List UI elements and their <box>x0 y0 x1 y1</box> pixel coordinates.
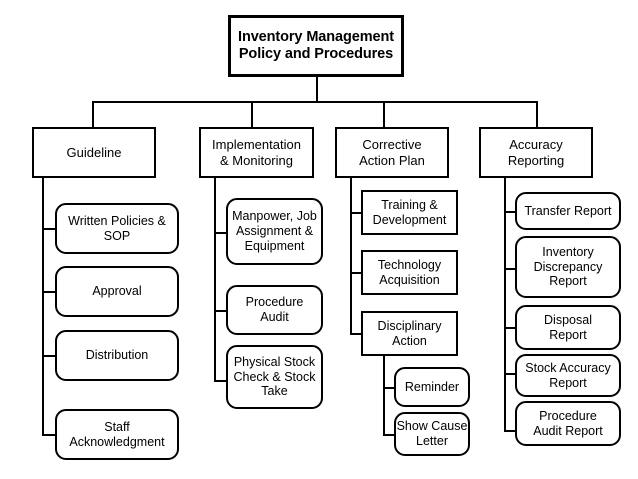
connector-stub-written-policies <box>42 228 55 230</box>
connector-spine-corrective <box>350 177 352 335</box>
connector-stub-stock-accuracy <box>504 373 515 375</box>
node-manpower-job-assignment-equipment[interactable]: Manpower, Job Assignment & Equipment <box>226 198 323 265</box>
connector-level2-bus <box>92 101 538 103</box>
node-root-inventory-management-policy[interactable]: Inventory Management Policy and Procedur… <box>228 15 404 77</box>
node-show-cause-letter[interactable]: Show Cause Letter <box>394 412 470 456</box>
connector-stub-distribution <box>42 355 55 357</box>
connector-spine-disciplinary <box>383 356 385 435</box>
node-physical-stock-check-stock-take[interactable]: Physical Stock Check & Stock Take <box>226 345 323 409</box>
node-training-development[interactable]: Training & Development <box>361 190 458 235</box>
connector-stub-training <box>350 212 361 214</box>
connector-stub-procedure-audit <box>214 310 226 312</box>
connector-spine-guideline <box>42 177 44 436</box>
node-inventory-discrepancy-report[interactable]: Inventory Discrepancy Report <box>515 236 621 298</box>
connector-to-implementation <box>251 101 253 128</box>
node-transfer-report[interactable]: Transfer Report <box>515 192 621 230</box>
connector-stub-manpower <box>214 232 226 234</box>
connector-stub-procedure-audit-report <box>504 430 515 432</box>
connector-stub-approval <box>42 291 55 293</box>
connector-to-guideline <box>92 101 94 128</box>
connector-to-corrective <box>383 101 385 128</box>
connector-stub-disposal-report <box>504 327 515 329</box>
node-disposal-report[interactable]: Disposal Report <box>515 305 621 350</box>
connector-stub-show-cause <box>383 434 394 436</box>
connector-stub-staff-acknowledgment <box>42 434 55 436</box>
node-approval[interactable]: Approval <box>55 266 179 317</box>
node-stock-accuracy-report[interactable]: Stock Accuracy Report <box>515 354 621 397</box>
connector-stub-reminder <box>383 387 394 389</box>
connector-stub-transfer-report <box>504 211 515 213</box>
node-guideline[interactable]: Guideline <box>32 127 156 178</box>
connector-stub-physical-stock <box>214 380 226 382</box>
node-written-policies-sop[interactable]: Written Policies & SOP <box>55 203 179 254</box>
node-distribution[interactable]: Distribution <box>55 330 179 381</box>
node-disciplinary-action[interactable]: Disciplinary Action <box>361 311 458 356</box>
node-technology-acquisition[interactable]: Technology Acquisition <box>361 250 458 295</box>
node-procedure-audit[interactable]: Procedure Audit <box>226 285 323 335</box>
connector-stub-disciplinary <box>350 333 361 335</box>
connector-to-accuracy <box>536 101 538 128</box>
connector-stub-technology <box>350 272 361 274</box>
node-reminder[interactable]: Reminder <box>394 367 470 407</box>
node-procedure-audit-report[interactable]: Procedure Audit Report <box>515 401 621 446</box>
node-implementation-monitoring[interactable]: Implementation & Monitoring <box>199 127 314 178</box>
connector-spine-accuracy <box>504 177 506 432</box>
connector-spine-implementation <box>214 177 216 382</box>
node-accuracy-reporting[interactable]: Accuracy Reporting <box>479 127 593 178</box>
node-corrective-action-plan[interactable]: Corrective Action Plan <box>335 127 449 178</box>
connector-stub-inventory-discrepancy <box>504 268 515 270</box>
node-staff-acknowledgment[interactable]: Staff Acknowledgment <box>55 409 179 460</box>
connector-root-stem <box>316 77 318 103</box>
